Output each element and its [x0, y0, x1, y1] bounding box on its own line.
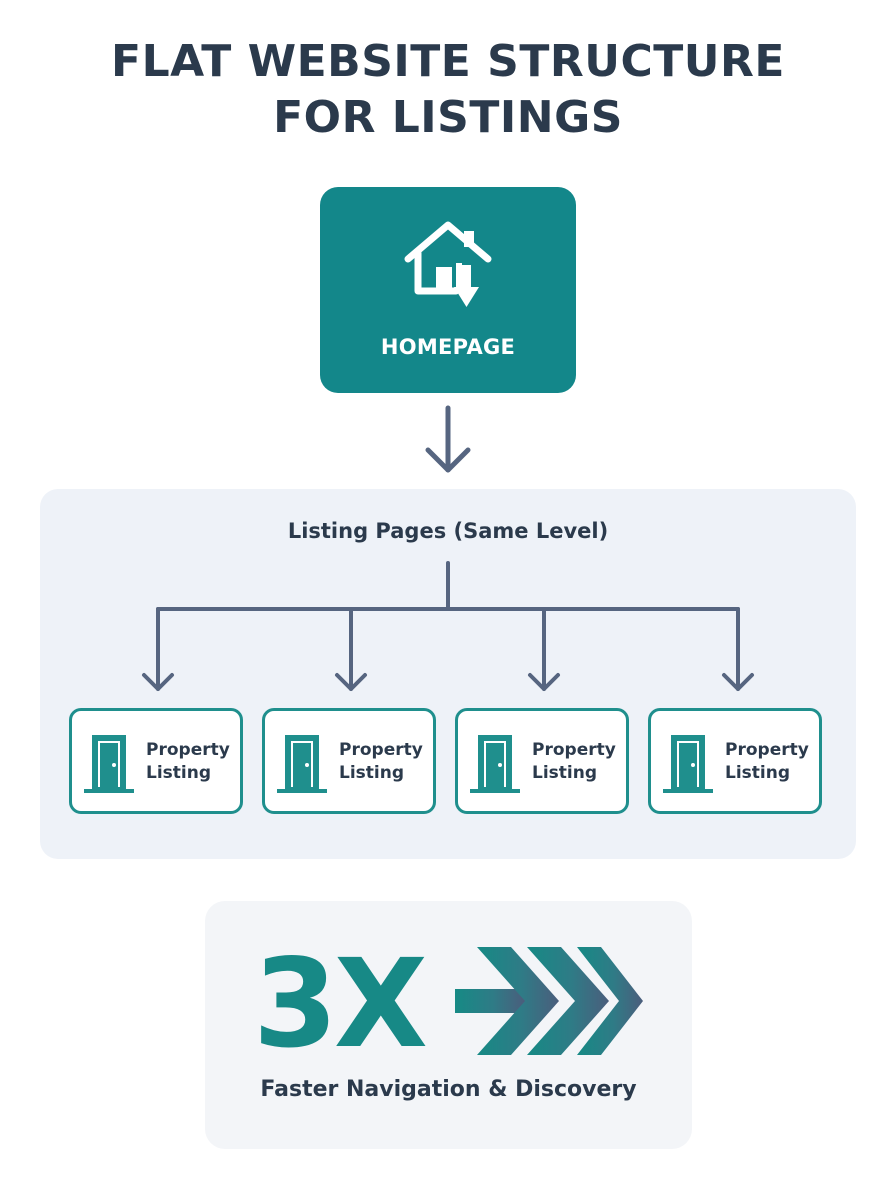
card-label-line-1: Property — [146, 740, 230, 760]
title-line-2: FOR LISTINGS — [273, 92, 623, 143]
card-label-line-1: Property — [339, 740, 423, 760]
door-icon — [84, 735, 134, 793]
property-listing-card: Property Listing — [455, 708, 629, 814]
homepage-node: HOMEPAGE — [320, 187, 576, 393]
property-listing-card: Property Listing — [69, 708, 243, 814]
card-label-line-1: Property — [532, 740, 616, 760]
card-label-line-2: Listing — [725, 763, 791, 783]
stat-value: 3X — [253, 933, 428, 1075]
property-listing-card: Property Listing — [648, 708, 822, 814]
door-icon — [470, 735, 520, 793]
door-icon — [277, 735, 327, 793]
branch-connectors — [142, 561, 754, 691]
card-label-line-2: Listing — [146, 763, 212, 783]
panel-label: Listing Pages (Same Level) — [287, 519, 609, 543]
card-label-line-1: Property — [725, 740, 809, 760]
listing-pages-panel: Listing Pages (Same Level) Property List… — [40, 489, 856, 859]
homepage-label: HOMEPAGE — [380, 335, 516, 359]
house-download-icon — [404, 221, 492, 307]
down-arrow-icon — [425, 405, 471, 473]
triple-chevron-arrow-icon — [455, 947, 643, 1055]
page-title: FLAT WEBSITE STRUCTURE FOR LISTINGS — [0, 34, 896, 146]
card-label-line-2: Listing — [532, 763, 598, 783]
door-icon — [663, 735, 713, 793]
property-listing-card: Property Listing — [262, 708, 436, 814]
title-line-1: FLAT WEBSITE STRUCTURE — [111, 36, 785, 87]
stat-caption: Faster Navigation & Discovery — [260, 1077, 637, 1102]
stat-box: 3X Faster Navigation & Discovery — [205, 901, 692, 1149]
card-label-line-2: Listing — [339, 763, 405, 783]
